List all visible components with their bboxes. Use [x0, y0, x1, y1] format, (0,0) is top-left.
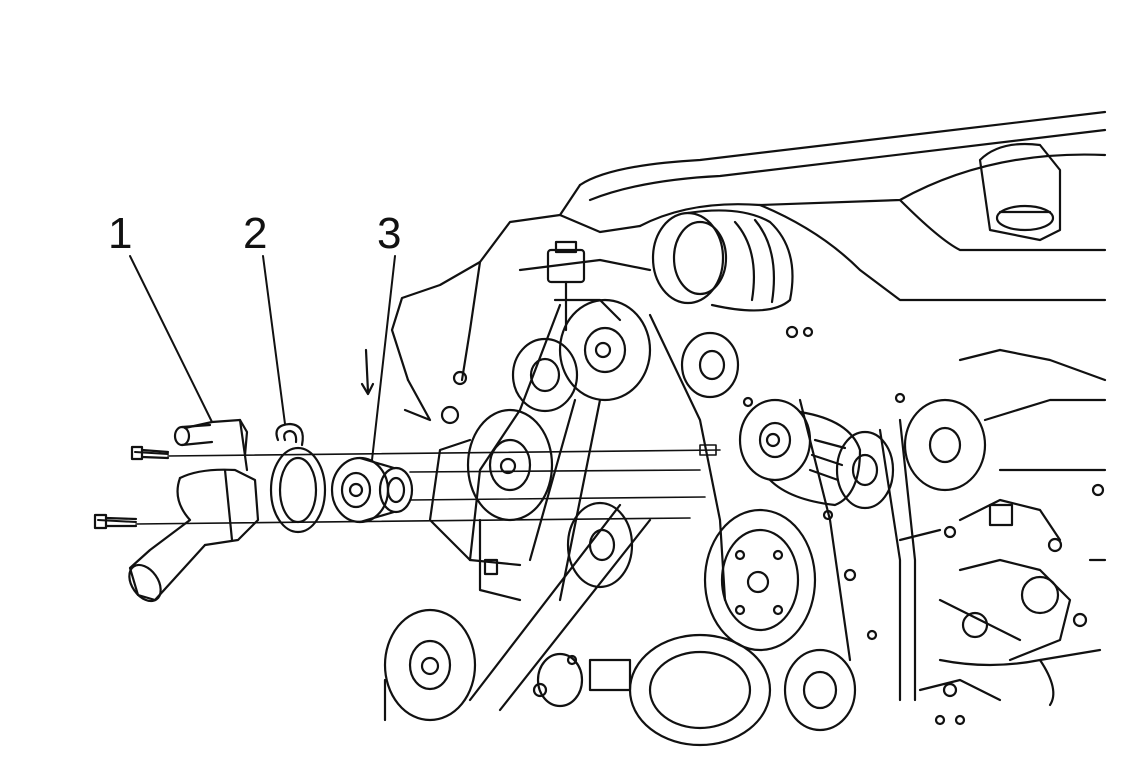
callout-1: 1 — [108, 209, 133, 258]
belt-tensioner — [740, 400, 893, 508]
engine-cover — [362, 112, 1105, 420]
lower-pulleys — [385, 610, 855, 745]
callout-3: 3 — [377, 209, 402, 258]
leader-lines — [130, 256, 395, 460]
gasket — [271, 424, 325, 532]
right-engine-components — [900, 350, 1105, 705]
outlet-bolts — [95, 447, 168, 528]
sensor-connector — [548, 242, 620, 330]
serpentine-belt — [470, 305, 915, 710]
thermostat — [332, 458, 412, 522]
engine-bolts — [442, 327, 964, 724]
water-pump-pulley — [705, 510, 815, 650]
callout-2: 2 — [243, 209, 268, 258]
alternator — [430, 410, 632, 600]
alignment-lines — [136, 445, 720, 524]
water-outlet — [123, 420, 258, 607]
upper-idler-pulley — [513, 300, 738, 411]
throttle-body — [653, 210, 793, 310]
